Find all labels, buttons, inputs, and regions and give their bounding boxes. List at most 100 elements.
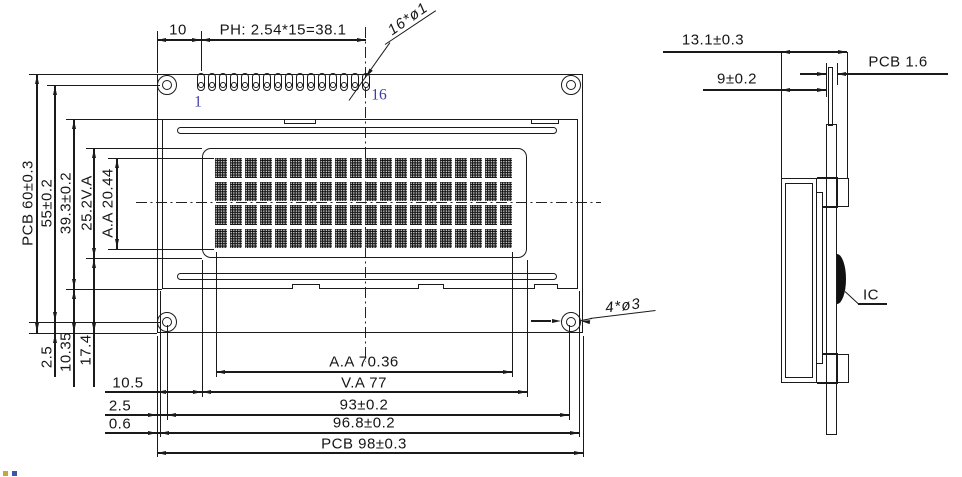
character-block xyxy=(259,158,273,178)
character-block xyxy=(424,181,438,202)
pin-pad xyxy=(274,72,282,91)
dim-line xyxy=(216,371,512,373)
dim-arrowhead xyxy=(574,450,583,455)
dim-pin1-offset: 10 xyxy=(169,21,187,39)
pin-pad xyxy=(318,72,326,91)
extension-line xyxy=(86,147,202,149)
character-block xyxy=(319,228,333,249)
pin-hole xyxy=(341,82,347,89)
character-block xyxy=(289,228,303,249)
extension-line xyxy=(568,325,570,420)
pin-pad xyxy=(285,72,293,91)
dim-line xyxy=(157,39,366,41)
dim-line xyxy=(93,148,95,387)
character-block xyxy=(229,181,243,202)
character-block xyxy=(469,181,483,202)
pin-side-profile xyxy=(827,67,833,126)
pin-pad xyxy=(307,72,315,91)
character-block xyxy=(349,228,363,249)
pin-pad xyxy=(329,72,337,91)
pin-hole xyxy=(363,82,369,89)
character-block xyxy=(499,158,513,178)
extension-line xyxy=(86,257,202,259)
bezel-tab xyxy=(534,284,558,289)
character-block xyxy=(394,228,408,249)
character-block xyxy=(409,181,423,202)
character-block xyxy=(439,181,453,202)
dim-arrowhead xyxy=(115,238,119,248)
character-block xyxy=(499,205,513,225)
dim-bezel-height: 39.3±0.2 xyxy=(57,171,75,235)
dim-pin-pitch: PH: 2.54*15=38.1 xyxy=(219,21,347,39)
ic-blob xyxy=(837,254,846,304)
pin-hole xyxy=(220,82,226,89)
character-block xyxy=(409,205,423,225)
dim-arrowhead xyxy=(72,322,76,332)
bezel-tab-side xyxy=(837,178,849,207)
dim-arrowhead xyxy=(92,148,96,158)
dim-line xyxy=(663,51,781,53)
character-block xyxy=(214,228,228,249)
character-block xyxy=(334,228,348,249)
character-block xyxy=(499,181,513,202)
character-block xyxy=(274,181,288,202)
character-block xyxy=(349,158,363,178)
character-block xyxy=(364,205,378,225)
character-block xyxy=(454,205,468,225)
dim-va-height: 25.2V.A xyxy=(78,175,96,231)
dim-pcb-width: PCB 98±0.3 xyxy=(321,435,407,453)
dim-hole-span-h: 93±0.2 xyxy=(339,396,389,414)
dim-arrowhead xyxy=(72,278,76,288)
dim-line xyxy=(54,85,56,377)
pcb-side-profile xyxy=(826,124,837,435)
bezel-tab xyxy=(531,119,559,125)
dim-arrowhead xyxy=(518,389,527,394)
character-block xyxy=(349,205,363,225)
extension-line xyxy=(780,52,782,178)
character-block xyxy=(379,158,393,178)
dim-aa-height: A.A 20.44 xyxy=(99,168,117,238)
mounting-hole-inner xyxy=(566,80,576,90)
character-block xyxy=(439,158,453,178)
character-block xyxy=(469,158,483,178)
dim-line xyxy=(36,74,38,333)
pin-hole xyxy=(253,82,259,89)
dim-mounting-holes: 4*ø3 xyxy=(604,295,642,317)
character-block xyxy=(334,158,348,178)
dim-arrowhead xyxy=(193,389,202,394)
pin-pad xyxy=(241,72,249,91)
character-block xyxy=(304,181,318,202)
bezel-tab-side xyxy=(837,354,849,383)
character-block xyxy=(214,181,228,202)
bezel-tab xyxy=(292,284,320,289)
dim-arrowhead xyxy=(503,369,512,374)
extension-line xyxy=(578,291,580,437)
dim-hole-edge-h: 2.5 xyxy=(108,397,132,415)
centerline-horizontal xyxy=(136,202,601,204)
dim-line xyxy=(703,89,781,91)
character-block xyxy=(439,228,453,249)
character-block xyxy=(499,228,513,249)
corner-artifact xyxy=(12,471,17,476)
dim-arrowhead xyxy=(216,369,225,374)
extension-line xyxy=(825,63,827,97)
dim-arrowhead xyxy=(552,318,561,323)
pin-hole xyxy=(297,82,303,89)
pin-number-last: 16 xyxy=(371,86,387,104)
character-block xyxy=(484,181,498,202)
mounting-hole-inner xyxy=(566,317,576,327)
character-block xyxy=(229,228,243,249)
character-block xyxy=(469,205,483,225)
character-block xyxy=(259,181,273,202)
character-block xyxy=(409,158,423,178)
bezel-tab xyxy=(418,284,444,289)
character-block xyxy=(289,205,303,225)
leader-line xyxy=(844,291,859,305)
character-block xyxy=(244,158,258,178)
extension-line xyxy=(108,248,214,250)
pin-number-first: 1 xyxy=(194,93,202,111)
character-block xyxy=(214,158,228,178)
extension-line xyxy=(215,252,217,377)
pin-pad xyxy=(197,72,205,91)
